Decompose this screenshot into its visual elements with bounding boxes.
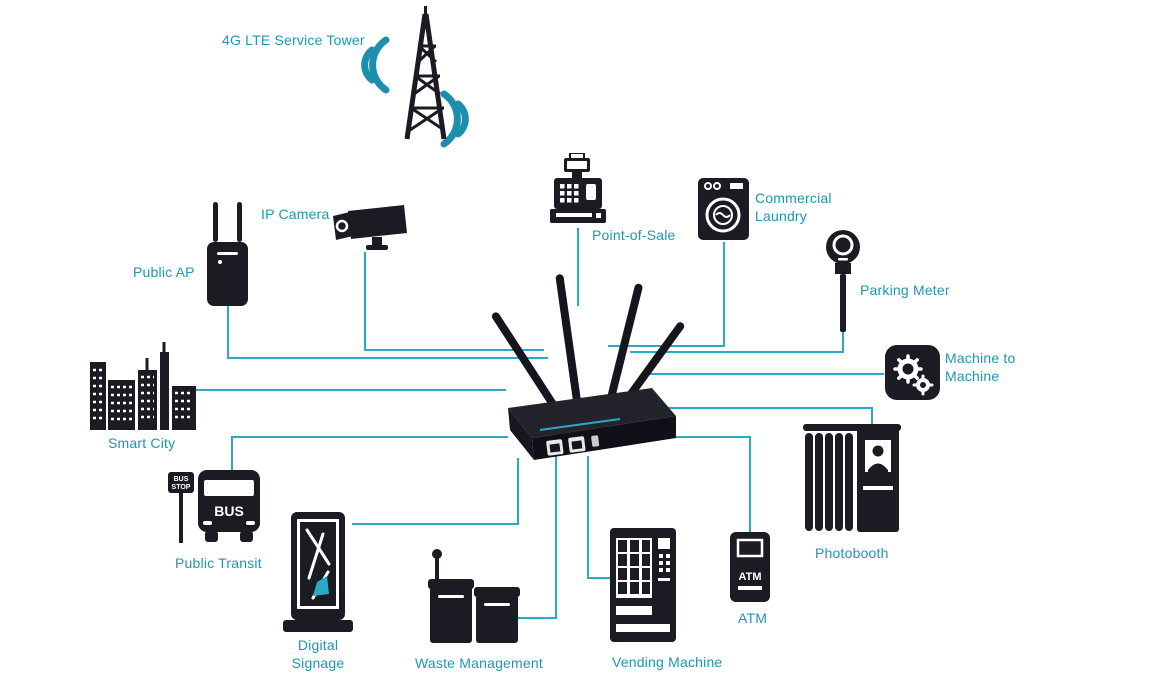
radio-wave-right-outer	[440, 90, 461, 148]
wire-atm	[652, 436, 751, 534]
photobooth-icon	[803, 424, 901, 532]
public-transit-label: Public Transit	[175, 555, 262, 571]
commercial-laundry-icon	[698, 178, 749, 240]
tower-label: 4G LTE Service Tower	[222, 32, 365, 48]
digital-signage-label-line2: Signage	[291, 654, 345, 671]
commercial-laundry-label-line2: Laundry	[755, 207, 807, 224]
commercial-laundry-label: Commercial Laundry	[755, 190, 832, 225]
digital-signage-label: Digital Signage	[283, 637, 353, 672]
atm-icon: ATM	[730, 532, 770, 602]
parking-meter-label: Parking Meter	[860, 282, 950, 298]
public-ap-label: Public AP	[133, 264, 195, 280]
smart-city-label: Smart City	[108, 435, 176, 451]
machine-to-machine-label: Machine to Machine	[945, 350, 1015, 385]
machine-to-machine-label-line1: Machine to	[945, 350, 1016, 366]
ip-camera-label: IP Camera	[261, 206, 330, 222]
parking-meter-icon	[826, 230, 860, 332]
machine-to-machine-icon	[885, 345, 940, 400]
wire-waste-management	[518, 456, 557, 619]
waste-management-icon	[428, 549, 520, 643]
wire-vending-machine	[587, 456, 612, 579]
digital-signage-icon	[283, 512, 353, 632]
bus-stop-sign-line2: STOP	[172, 484, 191, 491]
bus-stop-sign-line1: BUS	[174, 476, 189, 483]
bus-front-text: BUS	[214, 503, 244, 519]
cell-tower-icon	[404, 6, 447, 140]
machine-to-machine-label-line2: Machine	[945, 367, 1000, 384]
atm-icon-text: ATM	[738, 571, 761, 583]
radio-wave-left-outer	[369, 36, 390, 94]
public-ap-icon	[207, 202, 248, 306]
smart-city-icon	[90, 342, 196, 430]
radio-wave-left-inner	[361, 46, 376, 84]
vending-machine-label: Vending Machine	[612, 654, 723, 670]
ip-camera-icon	[333, 205, 407, 250]
wire-public-transit	[231, 436, 508, 470]
digital-signage-label-line1: Digital	[297, 637, 339, 653]
wire-photobooth	[650, 407, 873, 426]
waste-management-label: Waste Management	[415, 655, 543, 671]
wire-commercial-laundry	[608, 242, 725, 347]
lte-router-icon	[491, 274, 685, 460]
commercial-laundry-label-line1: Commercial	[755, 190, 832, 206]
point-of-sale-icon	[550, 153, 606, 223]
vending-machine-icon	[610, 528, 676, 642]
wire-digital-signage	[352, 458, 519, 525]
atm-label: ATM	[738, 610, 768, 626]
wire-public-ap	[227, 306, 548, 359]
photobooth-label: Photobooth	[815, 545, 889, 561]
public-transit-icon: BUS STOP BUS	[168, 470, 260, 543]
point-of-sale-label: Point-of-Sale	[592, 227, 676, 243]
radio-wave-right-inner	[454, 100, 469, 138]
wire-ip-camera	[364, 252, 544, 351]
wire-parking-meter	[630, 332, 844, 353]
